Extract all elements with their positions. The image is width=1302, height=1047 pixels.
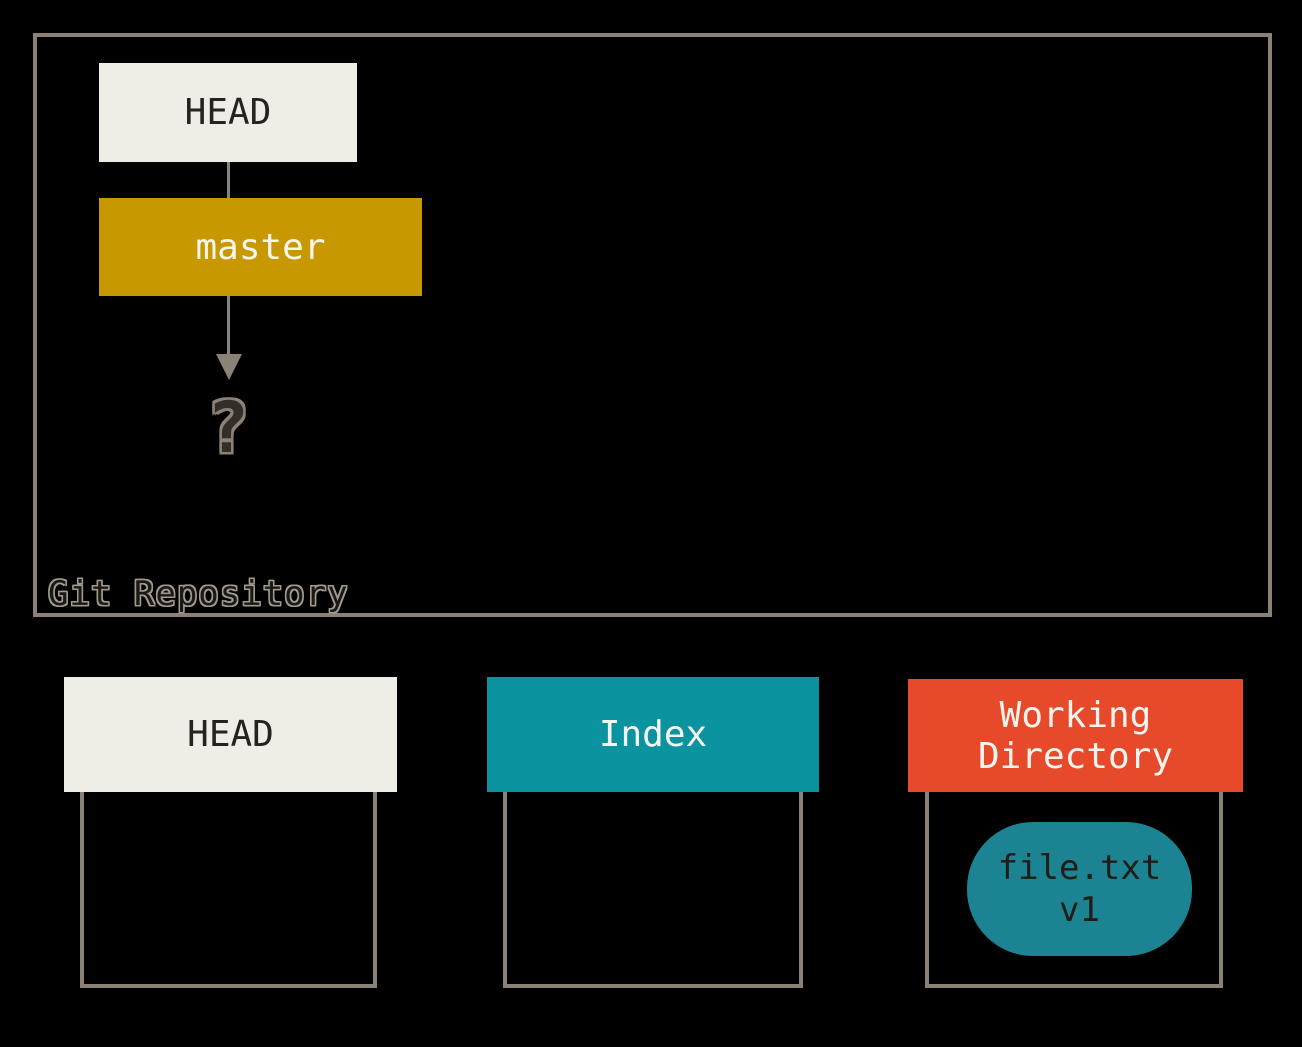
head-to-master-connector [227,162,230,199]
working-directory-header: Working Directory [908,679,1243,792]
index-column-outline [503,792,803,988]
file-node-name: file.txt [997,848,1162,888]
head-column-label: HEAD [187,714,274,755]
index-column-header: Index [487,677,819,792]
head-ref-box: HEAD [99,63,357,162]
master-arrow-line [227,296,230,355]
file-node-pill: file.txt v1 [967,822,1192,956]
head-column-outline [80,792,377,988]
index-column-label: Index [598,714,708,755]
head-ref-label: HEAD [184,92,272,133]
arrow-down-icon [216,354,242,380]
git-repository-label: Git Repository [48,574,349,614]
head-column-header: HEAD [64,677,397,792]
master-branch-label: master [195,226,326,268]
working-directory-label-line2: Directory [977,735,1174,777]
file-node-version: v1 [1059,890,1100,930]
master-branch-box: master [99,198,422,296]
unknown-commit-question-mark: ? [206,387,250,469]
working-directory-outline [925,792,1223,988]
working-directory-label-line1: Working [999,694,1152,736]
git-repository-box [33,33,1272,617]
